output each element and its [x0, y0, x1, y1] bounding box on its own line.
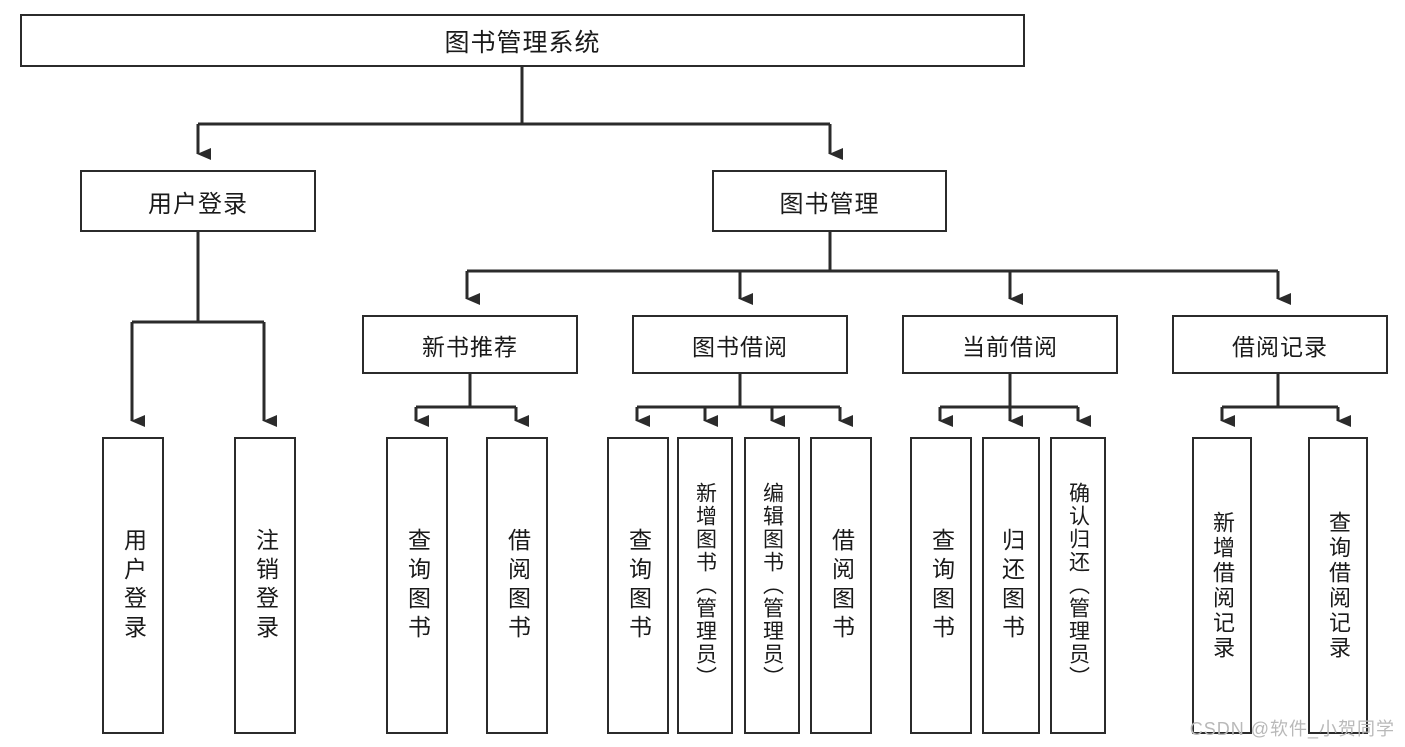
node-book-management[interactable]: 图书管理 — [712, 170, 947, 232]
leaf-logout[interactable]: 注销登录 — [234, 437, 296, 734]
node-label: 借阅图书 — [828, 527, 855, 644]
node-label: 新增借阅记录 — [1210, 510, 1235, 661]
watermark-text: CSDN @软件_小贺同学 — [1189, 719, 1395, 739]
node-label: 图书管理系统 — [444, 28, 601, 57]
leaf-user-login[interactable]: 用户登录 — [102, 437, 164, 734]
node-label: 图书管理 — [779, 190, 880, 218]
leaf-query-book-current[interactable]: 查询图书 — [910, 437, 972, 734]
node-label: 借阅图书 — [504, 527, 531, 644]
leaf-query-book-recommend[interactable]: 查询图书 — [386, 437, 448, 734]
node-label: 注销登录 — [252, 527, 279, 644]
node-current-borrow[interactable]: 当前借阅 — [902, 315, 1118, 374]
node-new-book-recommend[interactable]: 新书推荐 — [362, 315, 578, 374]
node-label: 查询图书 — [404, 527, 431, 644]
node-label: 新增图书（管理员） — [693, 482, 717, 689]
node-user-login[interactable]: 用户登录 — [80, 170, 316, 232]
node-book-borrow[interactable]: 图书借阅 — [632, 315, 848, 374]
leaf-edit-book-admin[interactable]: 编辑图书（管理员） — [744, 437, 800, 734]
leaf-borrow-book-recommend[interactable]: 借阅图书 — [486, 437, 548, 734]
node-root[interactable]: 图书管理系统 — [20, 14, 1025, 67]
node-label: 确认归还（管理员） — [1066, 482, 1090, 689]
node-label: 图书借阅 — [692, 333, 788, 360]
leaf-return-book[interactable]: 归还图书 — [982, 437, 1040, 734]
leaf-query-book-borrow[interactable]: 查询图书 — [607, 437, 669, 734]
leaf-add-book-admin[interactable]: 新增图书（管理员） — [677, 437, 733, 734]
node-borrow-record[interactable]: 借阅记录 — [1172, 315, 1388, 374]
leaf-add-borrow-record[interactable]: 新增借阅记录 — [1192, 437, 1252, 734]
node-label: 用户登录 — [120, 527, 147, 644]
node-label: 查询图书 — [625, 527, 652, 644]
node-label: 用户登录 — [148, 190, 248, 218]
node-label: 当前借阅 — [962, 333, 1058, 360]
leaf-query-borrow-record[interactable]: 查询借阅记录 — [1308, 437, 1368, 734]
leaf-confirm-return-admin[interactable]: 确认归还（管理员） — [1050, 437, 1106, 734]
node-label: 归还图书 — [998, 527, 1025, 644]
node-label: 新书推荐 — [422, 333, 518, 360]
node-label: 查询图书 — [928, 527, 955, 644]
node-label: 借阅记录 — [1232, 333, 1328, 360]
node-label: 查询借阅记录 — [1326, 510, 1351, 661]
leaf-borrow-book[interactable]: 借阅图书 — [810, 437, 872, 734]
node-label: 编辑图书（管理员） — [760, 482, 784, 689]
